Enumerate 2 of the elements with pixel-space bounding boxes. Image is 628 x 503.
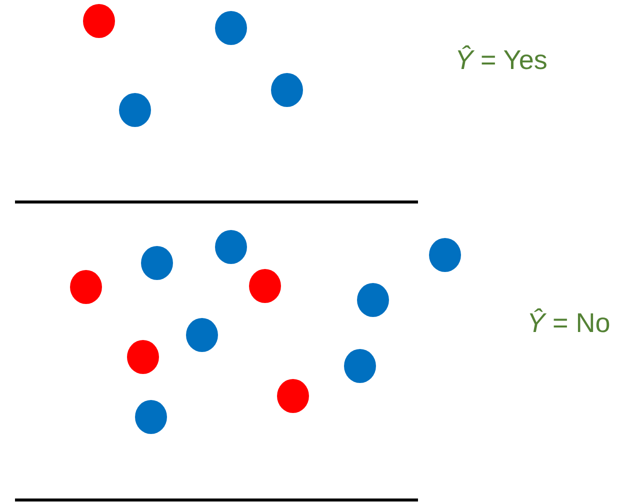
class-label: Ŷ = Yes (455, 44, 548, 76)
class-label: Ŷ = No (527, 307, 610, 340)
